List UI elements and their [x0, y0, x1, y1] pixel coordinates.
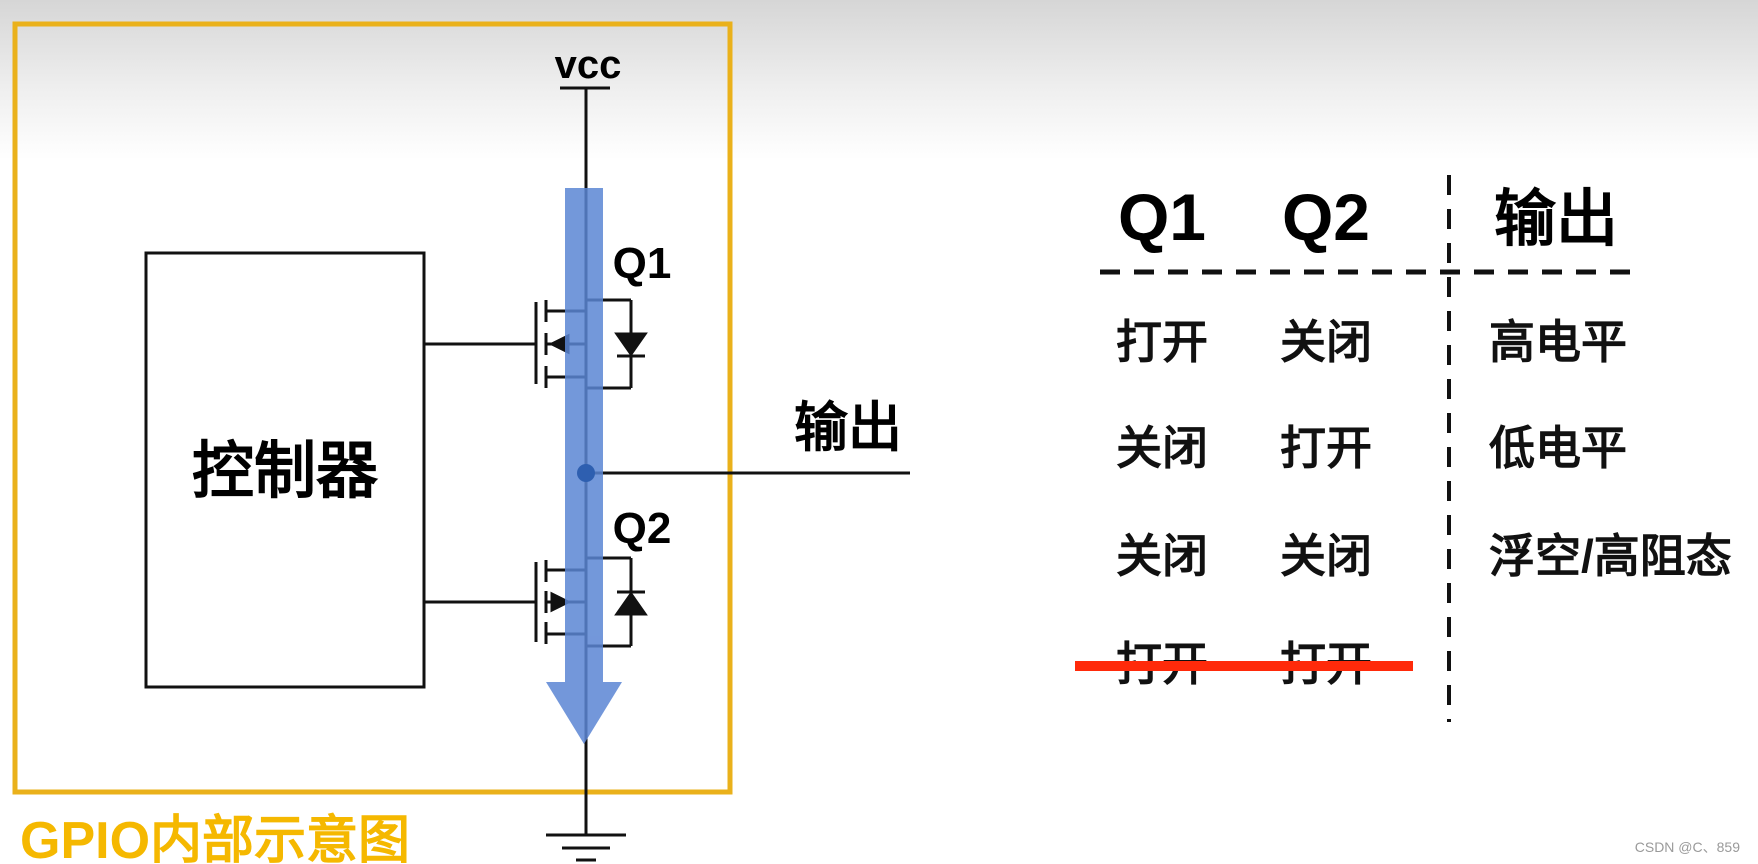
- table-header-q1: Q1: [1118, 180, 1206, 254]
- table-header-output: 输出: [1494, 185, 1618, 254]
- table-row-3-q2: 关闭: [1280, 530, 1372, 582]
- table-row-2-q2: 打开: [1280, 422, 1372, 474]
- current-flow-arrow: [546, 188, 622, 744]
- q2-label: Q2: [613, 504, 672, 553]
- csdn-watermark: CSDN @C、859: [1635, 839, 1740, 855]
- q1-mosfet: [534, 298, 648, 390]
- truth-table: Q1 Q2 输出 打开 关闭 高电平 关闭 打开 低电平 关闭 关闭 浮空/高阻…: [1075, 175, 1732, 722]
- vcc-label: vcc: [555, 43, 622, 87]
- gpio-boundary-frame: [12, 21, 733, 795]
- ground-symbol: [546, 833, 626, 862]
- table-row-3-q1: 关闭: [1116, 530, 1208, 582]
- table-header-q2: Q2: [1282, 180, 1370, 254]
- controller-box: [144, 251, 426, 689]
- table-row-1-q2: 关闭: [1280, 316, 1372, 368]
- controller-label: 控制器: [192, 437, 379, 506]
- table-row-1-q1: 打开: [1116, 316, 1208, 368]
- table-row-1-output: 高电平: [1489, 316, 1627, 368]
- output-junction-dot: [577, 464, 595, 482]
- table-row-2-output: 低电平: [1489, 422, 1627, 474]
- table-row-3-output: 浮空/高阻态: [1489, 530, 1732, 582]
- output-label: 输出: [794, 398, 902, 458]
- table-row-2-q1: 关闭: [1116, 422, 1208, 474]
- q1-label: Q1: [613, 239, 672, 288]
- gpio-caption: GPIO内部示意图: [20, 812, 410, 864]
